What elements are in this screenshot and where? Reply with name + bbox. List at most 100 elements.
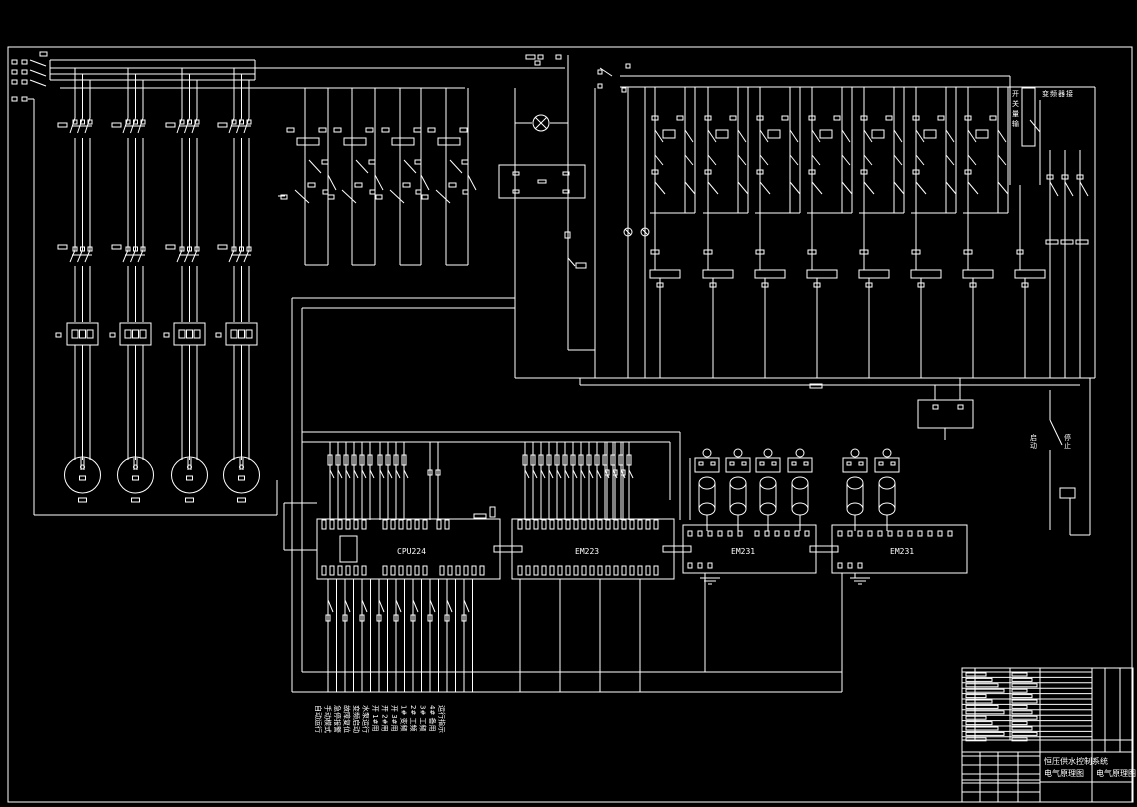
- io-terminal: [837, 562, 843, 569]
- relay-coil: [962, 269, 994, 279]
- io-terminal: [549, 565, 555, 576]
- em223-label: EM223: [575, 547, 599, 556]
- io-terminal: [541, 565, 547, 576]
- control-ladder-left: [278, 88, 477, 266]
- io-terminal: [697, 562, 703, 569]
- io-terminal: [382, 565, 388, 576]
- breaker-label: [57, 122, 68, 128]
- output-label: 4# 备用: [428, 705, 437, 732]
- io-terminal: [847, 530, 853, 537]
- motor-branch: [215, 68, 260, 503]
- io-terminal: [455, 565, 461, 576]
- svg-text:输: 输: [1012, 119, 1019, 128]
- io-terminal: [629, 519, 635, 530]
- transmitter-box: [874, 457, 900, 473]
- io-terminal: [867, 530, 873, 537]
- plc-em231-b: [831, 524, 968, 574]
- relay-rung: [649, 87, 696, 378]
- svg-text:止: 止: [1064, 441, 1071, 450]
- relay-coil: [858, 269, 890, 279]
- io-terminal: [436, 519, 442, 530]
- control-rung: [421, 88, 477, 266]
- io-terminal: [471, 565, 477, 576]
- relay-coil: [754, 269, 786, 279]
- drawing-name: 电气原理图: [1096, 768, 1136, 778]
- io-terminal: [353, 519, 359, 530]
- plc-em223: [511, 518, 675, 580]
- transmitter-box: [755, 457, 781, 473]
- transmitter-box: [787, 457, 813, 473]
- io-terminal: [581, 565, 587, 576]
- io-terminal: [687, 562, 693, 569]
- relay-coil: [1059, 487, 1076, 499]
- io-terminal: [525, 519, 531, 530]
- pressure-transmitter: [787, 448, 813, 531]
- bus-connector: [809, 545, 839, 553]
- io-terminal: [727, 530, 733, 537]
- contactor-coil: [343, 137, 367, 146]
- cable-loop: [791, 476, 809, 490]
- motor-icon: [171, 456, 208, 494]
- output-label: 2# 工频: [409, 705, 418, 732]
- io-terminal: [794, 530, 800, 537]
- io-terminal: [406, 519, 412, 530]
- contactor-coil: [437, 137, 461, 146]
- sensor-icon: [882, 448, 892, 458]
- io-terminal: [414, 519, 420, 530]
- svg-text:器: 器: [1058, 90, 1065, 98]
- relay-coil: [910, 269, 942, 279]
- control-rung: [375, 88, 430, 266]
- alarm-box: [498, 164, 586, 199]
- io-terminal: [557, 565, 563, 576]
- io-terminal: [422, 519, 428, 530]
- io-terminal: [847, 562, 853, 569]
- io-terminal: [321, 519, 327, 530]
- svg-text:变: 变: [1042, 89, 1049, 98]
- io-terminal: [533, 565, 539, 576]
- svg-text:动: 动: [1030, 441, 1037, 450]
- svg-text:启: 启: [1030, 433, 1037, 442]
- relay-rung: [702, 87, 749, 378]
- cable-loop: [759, 476, 777, 490]
- io-terminal: [398, 519, 404, 530]
- plc-cpu224: [316, 518, 501, 580]
- io-terminal: [345, 519, 351, 530]
- io-terminal: [447, 565, 453, 576]
- io-terminal: [887, 530, 893, 537]
- plc-em231-a: [682, 524, 817, 574]
- io-terminal: [927, 530, 933, 537]
- io-terminal: [613, 565, 619, 576]
- io-terminal: [345, 565, 351, 576]
- io-terminal: [737, 530, 743, 537]
- output-label: 3# 工频: [419, 705, 428, 732]
- cable-loop: [846, 476, 864, 490]
- io-terminal: [549, 519, 555, 530]
- io-terminal: [541, 519, 547, 530]
- control-rung: [280, 88, 337, 266]
- io-terminal: [784, 530, 790, 537]
- io-terminal: [353, 565, 359, 576]
- sensor-icon: [733, 448, 743, 458]
- plc-section: CPU224 EM223 EM231 EM231: [283, 297, 968, 693]
- output-label: 水泵运行: [362, 705, 371, 733]
- io-terminal: [917, 530, 923, 537]
- io-terminal: [613, 519, 619, 530]
- svg-text:停: 停: [1064, 433, 1071, 442]
- title-block: 恒压供水控制系统 电气原理图 电气原理图: [961, 667, 1136, 803]
- motor-branch: [163, 68, 208, 503]
- cable-loop: [698, 476, 716, 490]
- motor-icon: [117, 456, 154, 494]
- io-terminal: [337, 565, 343, 576]
- cable-loop: [878, 476, 896, 490]
- io-terminal: [653, 565, 659, 576]
- sensor-icon: [702, 448, 712, 458]
- io-terminal: [637, 519, 643, 530]
- io-terminal: [329, 565, 335, 576]
- sensor-icon: [795, 448, 805, 458]
- alarm-unit: [498, 54, 596, 378]
- relay-rung: [806, 87, 853, 378]
- io-terminal: [857, 562, 863, 569]
- breaker-label: [165, 122, 176, 128]
- output-label: 开 3#用: [390, 705, 398, 732]
